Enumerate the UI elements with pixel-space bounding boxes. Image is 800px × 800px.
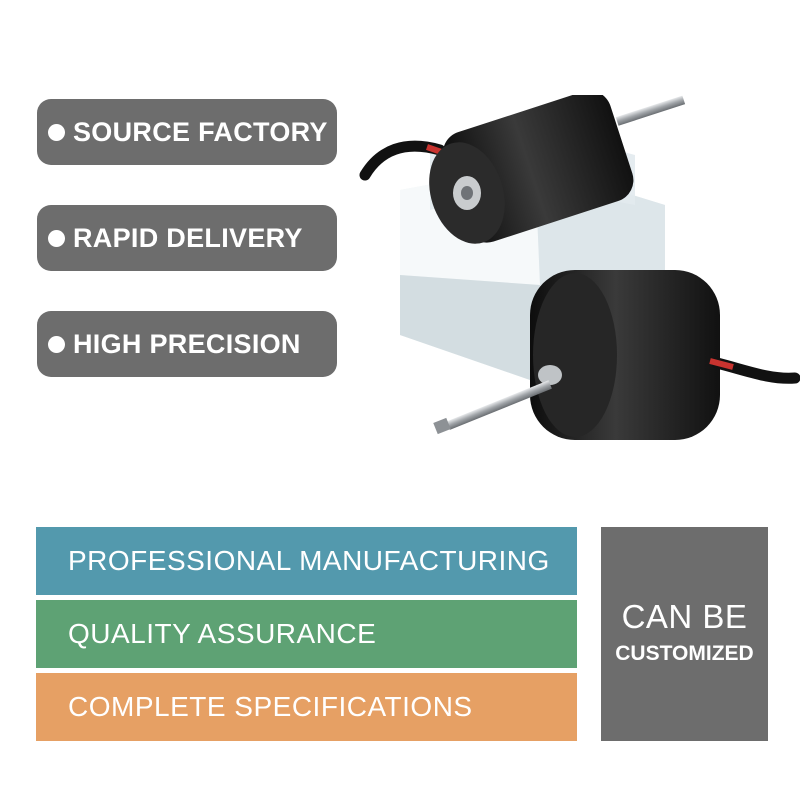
customization-line1: CAN BE — [621, 598, 748, 635]
feature-label: HIGH PRECISION — [73, 328, 301, 359]
customization-line2: CUSTOMIZED — [615, 642, 754, 665]
customization-badge: CAN BE CUSTOMIZED — [601, 527, 768, 741]
feature-pill-source-factory: SOURCE FACTORY — [37, 99, 337, 165]
motor-product-photo — [359, 95, 800, 440]
banner-complete-specifications: COMPLETE SPECIFICATIONS — [36, 673, 577, 741]
feature-pill-high-precision: HIGH PRECISION — [37, 311, 337, 377]
banner-quality-assurance: QUALITY ASSURANCE — [36, 600, 577, 668]
banner-professional-manufacturing: PROFESSIONAL MANUFACTURING — [36, 527, 577, 595]
motor-bottom — [433, 270, 720, 440]
feature-label: SOURCE FACTORY — [73, 116, 328, 147]
bullet-dot-icon — [48, 229, 65, 247]
bullet-dot-icon — [48, 335, 65, 353]
feature-pill-rapid-delivery: RAPID DELIVERY — [37, 205, 337, 271]
bullet-dot-icon — [48, 123, 65, 141]
feature-label: RAPID DELIVERY — [73, 222, 303, 253]
motor-top — [429, 95, 686, 244]
